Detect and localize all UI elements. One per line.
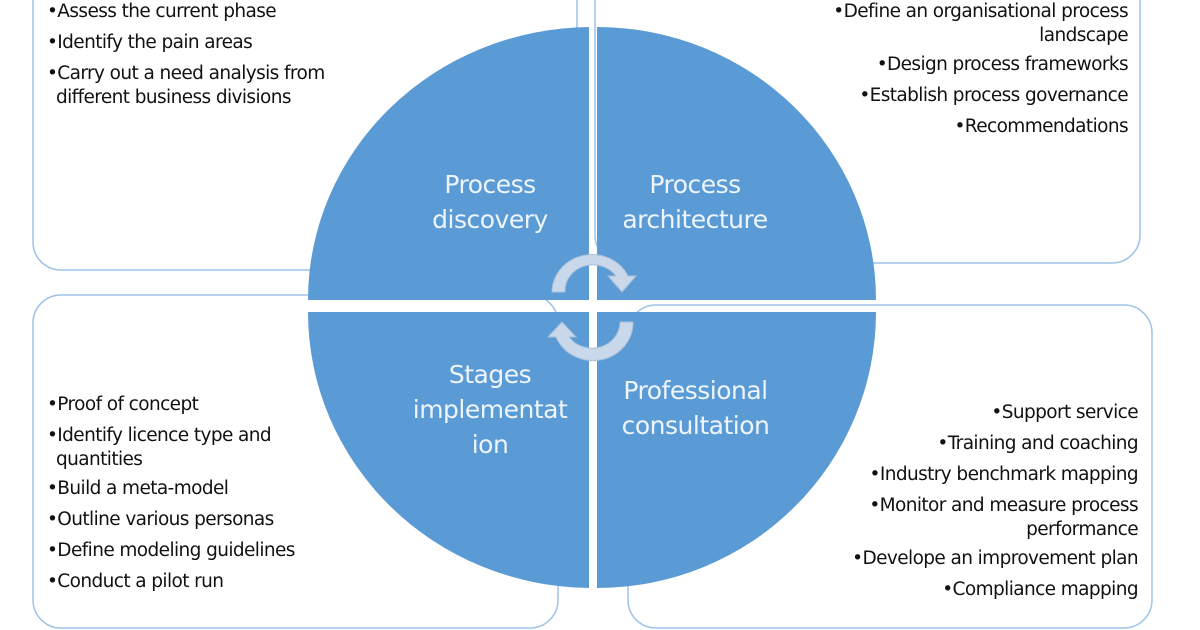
list-process-architecture: •Define an organisational process landsc…: [833, 0, 1128, 142]
quadrant-process-discovery: [308, 27, 589, 300]
list-item: •Build a meta-model: [47, 478, 229, 499]
list-item: •Assess the current phase: [47, 1, 277, 22]
title-line: Professional: [623, 376, 768, 405]
quadrant-stages-implementation: [308, 312, 589, 588]
list-item: •Identify licence type and: [47, 425, 272, 446]
list-item: •Carry out a need analysis from: [47, 63, 325, 84]
list-item: •Training and coaching: [937, 433, 1138, 454]
list-item: •Compliance mapping: [942, 579, 1138, 600]
list-item: •Design process frameworks: [876, 54, 1129, 75]
list-item-continuation: quantities: [56, 449, 143, 470]
title-line: consultation: [621, 411, 770, 440]
quadrant-title-professional-consultation: Professional consultation: [598, 373, 793, 443]
list-item: •Define an organisational process: [833, 1, 1128, 22]
list-process-discovery: •Assess the current phase •Identify the …: [47, 0, 325, 111]
quadrant-title-stages-implementation: Stages implementat ion: [400, 357, 580, 462]
list-item: •Develope an improvement plan: [852, 548, 1138, 569]
list-item: •Monitor and measure process: [869, 495, 1138, 516]
title-line: Process: [649, 170, 741, 199]
list-stages-implementation: •Proof of concept •Identify licence type…: [47, 389, 295, 597]
list-item: •Industry benchmark mapping: [869, 464, 1139, 485]
list-item-continuation: performance: [1026, 519, 1138, 540]
list-item: •Support service: [991, 402, 1138, 423]
list-professional-consultation: •Support service •Training and coaching …: [852, 397, 1138, 605]
list-item: •Conduct a pilot run: [47, 571, 224, 592]
list-item: •Recommendations: [954, 116, 1128, 137]
cycle-arrow-top-icon: [551, 254, 638, 293]
title-line: architecture: [622, 205, 768, 234]
list-item-continuation: landscape: [1039, 25, 1128, 46]
title-line: Process: [444, 170, 536, 199]
quadrant-title-process-discovery: Process discovery: [400, 167, 580, 237]
title-line: discovery: [432, 205, 548, 234]
list-item: •Outline various personas: [47, 509, 274, 530]
title-line: ion: [471, 430, 509, 459]
list-item-continuation: different business divisions: [56, 87, 291, 108]
title-line: Stages: [448, 360, 532, 389]
list-item: •Establish process governance: [859, 85, 1128, 106]
list-item: •Define modeling guidelines: [47, 540, 295, 561]
list-item: •Identify the pain areas: [47, 32, 253, 53]
quadrant-process-architecture: [597, 27, 876, 300]
quadrant-professional-consultation: [597, 312, 876, 588]
list-item: •Proof of concept: [47, 394, 199, 415]
title-line: implementat: [412, 395, 568, 424]
cycle-arrow-bottom-icon: [546, 321, 634, 362]
quadrant-title-process-architecture: Process architecture: [600, 167, 790, 237]
